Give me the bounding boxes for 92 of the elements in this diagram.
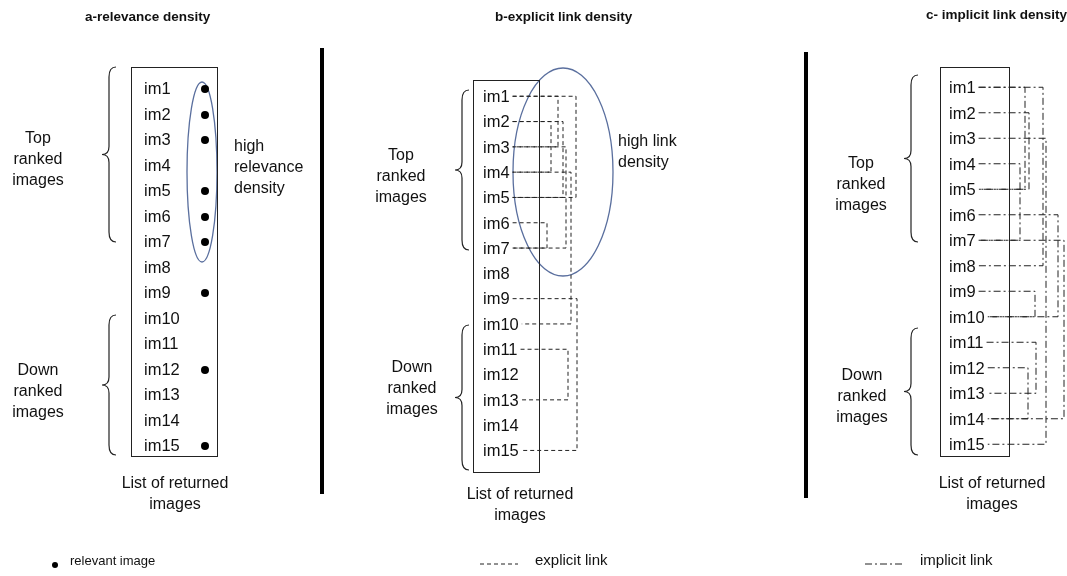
- image-list-item: im7: [144, 233, 171, 250]
- image-list-item: im2: [483, 113, 510, 130]
- image-list-item: im3: [949, 130, 976, 147]
- image-list-item: im4: [483, 163, 510, 181]
- link-line: [512, 121, 564, 198]
- image-list-item: im12: [144, 360, 180, 377]
- image-list-item: im2: [144, 105, 171, 122]
- image-list-item: im5: [949, 181, 976, 198]
- image-list-item: im12: [483, 366, 519, 383]
- image-list-item: im8: [483, 265, 510, 282]
- image-list-item: im2: [949, 104, 976, 121]
- image-list-item: im7: [949, 232, 976, 249]
- list-box: [131, 67, 218, 457]
- link-line: [978, 86, 1026, 190]
- bracket-label: Top ranked images: [834, 153, 888, 215]
- image-list-item: im1: [483, 88, 510, 105]
- link-line: [512, 95, 577, 198]
- image-list-item: im5: [483, 189, 510, 206]
- image-list-item: im15: [949, 436, 985, 453]
- image-list-item: im15: [483, 442, 519, 459]
- image-list-item: im9: [949, 283, 976, 300]
- link-line: [978, 137, 1047, 445]
- image-list-item: im8: [949, 257, 976, 274]
- link-line: [978, 290, 1036, 318]
- bracket-label: Down ranked images: [385, 357, 439, 419]
- relevance-dot: [201, 365, 209, 374]
- link-line: [978, 86, 1044, 267]
- image-list-item: im8: [144, 258, 171, 275]
- image-list-item: im10: [949, 308, 985, 325]
- image-list-item: im10: [483, 315, 519, 333]
- image-list-item: im3: [144, 131, 171, 148]
- relevance-dot: [201, 238, 209, 246]
- list-caption: List of returned images: [937, 473, 1047, 514]
- bracket-label: Down ranked images: [835, 365, 889, 427]
- image-list-item: im14: [949, 410, 985, 427]
- relevance-dot: [201, 85, 209, 93]
- image-list-item: im5: [144, 182, 171, 199]
- image-list-item: im14: [144, 411, 180, 428]
- link-line: [986, 341, 1037, 394]
- bracket-label: Down ranked images: [11, 360, 65, 422]
- panel-title: a-relevance density: [85, 8, 212, 26]
- link-line: [987, 367, 1029, 420]
- image-list-item: im11: [483, 341, 518, 358]
- bracket-label: Top ranked images: [11, 128, 65, 190]
- link-line: [512, 171, 572, 325]
- list-box: [940, 67, 1010, 457]
- image-list-item: im6: [144, 207, 171, 224]
- image-list-item: im9: [483, 290, 510, 307]
- image-list-item: im11: [949, 334, 984, 351]
- relevance-dot: [201, 442, 209, 450]
- image-list-item: im13: [144, 386, 180, 403]
- relevance-dot: [201, 110, 209, 119]
- panel-title: b-explicit link density: [495, 8, 634, 26]
- image-list-item: im3: [483, 138, 510, 156]
- relevance-dot: [201, 289, 209, 297]
- image-list-item: im9: [144, 284, 171, 301]
- image-list-item: im1: [949, 79, 976, 96]
- image-list-item: im10: [144, 309, 180, 326]
- image-list-item: im4: [949, 155, 976, 172]
- image-list-item: im6: [949, 206, 976, 223]
- panel-title: c- implicit link density: [924, 6, 1067, 24]
- link-line: [520, 348, 569, 401]
- image-list-item: im14: [483, 416, 519, 434]
- image-list-item: im15: [144, 437, 180, 454]
- link-line: [512, 222, 548, 249]
- relevance-dot: [201, 187, 209, 195]
- image-list-item: im12: [949, 359, 985, 376]
- legend-text: explicit link: [535, 550, 608, 570]
- link-line: [512, 298, 578, 451]
- image-list-item: im1: [144, 80, 171, 97]
- annotation-text: high link density: [618, 131, 678, 172]
- link-line: [978, 214, 1059, 318]
- image-list-item: im13: [483, 391, 519, 409]
- link-line: [512, 95, 559, 148]
- link-line: [978, 112, 1030, 190]
- bracket-label: Top ranked images: [374, 145, 428, 207]
- relevance-dot: [201, 212, 209, 221]
- image-list-item: im4: [144, 156, 171, 173]
- list-caption: List of returned images: [465, 484, 575, 525]
- image-list-item: im7: [483, 239, 510, 257]
- list-box: [473, 80, 540, 473]
- link-line: [978, 163, 1021, 241]
- link-line: [512, 146, 567, 249]
- image-list-item: im13: [949, 385, 985, 402]
- list-caption: List of returned images: [120, 473, 230, 514]
- legend-text: implicit link: [920, 550, 993, 570]
- link-line: [978, 239, 1065, 420]
- annotation-text: high relevance density: [234, 136, 305, 198]
- image-list-item: im6: [483, 214, 510, 231]
- legend-text: relevant image: [70, 553, 156, 570]
- image-list-item: im11: [144, 335, 179, 352]
- relevance-dot: [201, 136, 209, 144]
